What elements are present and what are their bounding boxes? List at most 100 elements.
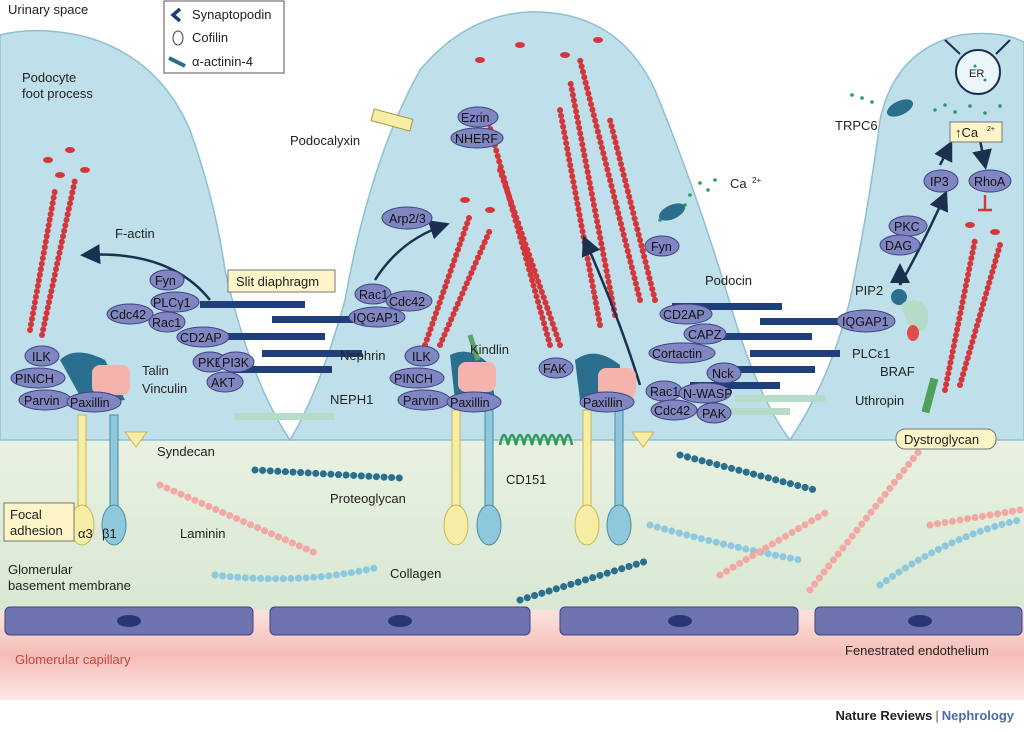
mol-paxillin-2: Paxillin <box>450 396 490 410</box>
trpc6-label: TRPC6 <box>835 118 878 133</box>
vinculin-label: Vinculin <box>142 381 187 396</box>
braf-label: BRAF <box>880 364 915 379</box>
slit-diaphragm-bars <box>200 301 870 420</box>
mol-paxillin-3: Paxillin <box>583 396 623 410</box>
footer-journal: Nephrology <box>941 708 1014 723</box>
collagen-label: Collagen <box>390 566 441 581</box>
synaptopodin-icon <box>170 7 182 23</box>
footer-separator: | <box>935 708 939 723</box>
mol-nherf: NHERF <box>455 132 498 146</box>
mol-pkc: PKC <box>894 220 920 234</box>
focal-label-1: Focal <box>10 507 42 522</box>
gbm-layer <box>0 440 1024 610</box>
dystroglycan-box: Dystroglycan <box>895 428 997 450</box>
focal-adhesion-box: Focal adhesion <box>3 502 75 542</box>
mol-ilk-1: ILK <box>32 350 51 364</box>
mol-pi3k: PI3K <box>222 356 250 370</box>
adhesion-complexes <box>60 99 939 546</box>
mol-iqgap1-1: IQGAP1 <box>353 311 400 325</box>
gbm-label-2: basement membrane <box>8 578 131 593</box>
actinin-icon <box>168 56 186 68</box>
alpha3-label: α3 <box>78 526 93 541</box>
slit-diaphragm-label: Slit diaphragm <box>236 274 319 289</box>
focal-label-2: adhesion <box>10 523 63 538</box>
mol-rac1-3: Rac1 <box>650 385 679 399</box>
signaling-arrows <box>80 139 992 386</box>
mol-ezrin: Ezrin <box>461 111 490 125</box>
mol-rac1-1: Rac1 <box>152 316 181 330</box>
mol-capz: CAPZ <box>688 328 722 342</box>
calcium-dots <box>658 64 1002 222</box>
podocyte-label: Podocyte <box>22 70 76 85</box>
talin-label: Talin <box>142 363 169 378</box>
legend-synaptopodin: Synaptopodin <box>192 7 272 22</box>
mol-iqgap1-2: IQGAP1 <box>842 315 889 329</box>
mol-cortactin: Cortactin <box>652 347 702 361</box>
mol-akt: AKT <box>211 376 236 390</box>
mol-arp23: Arp2/3 <box>389 212 426 226</box>
molecules: Fyn PLCγ1 Cdc42 Rac1 CD2AP PKB PI3K AKT … <box>10 106 1012 424</box>
foot-process-label: foot process <box>22 86 93 101</box>
mol-nck: Nck <box>712 367 734 381</box>
mol-rhoa: RhoA <box>974 175 1006 189</box>
proteoglycan-label: Proteoglycan <box>330 491 406 506</box>
mol-cd2ap-2: CD2AP <box>663 308 705 322</box>
uthropin-label: Uthropin <box>855 393 904 408</box>
mol-fyn-2: Fyn <box>651 240 672 254</box>
mol-pkb: PKB <box>198 356 223 370</box>
cofilin-icon <box>172 30 184 46</box>
ca-sup-label: 2+ <box>752 176 761 185</box>
laminin-label: Laminin <box>180 526 226 541</box>
mol-paxillin-1: Paxillin <box>70 396 110 410</box>
mol-pak: PAK <box>702 407 727 421</box>
mol-fyn-1: Fyn <box>155 274 176 288</box>
neph1-label: NEPH1 <box>330 392 373 407</box>
mol-pinch-1: PINCH <box>15 372 54 386</box>
er-label: ER <box>969 68 984 80</box>
f-actin-label: F-actin <box>115 226 155 241</box>
plce1-label: PLCε1 <box>852 346 890 361</box>
ca-rise-box: ↑Ca 2+ <box>949 121 1003 143</box>
er-organelle <box>944 39 1011 95</box>
endothelium-label: Fenestrated endothelium <box>845 643 989 658</box>
mol-parvin-2: Parvin <box>403 394 438 408</box>
podocin-label: Podocin <box>705 273 752 288</box>
podocalyxin-label: Podocalyxin <box>290 133 360 148</box>
beta1-label: β1 <box>102 526 117 541</box>
mol-rac1-2: Rac1 <box>359 288 388 302</box>
capillary-label: Glomerular capillary <box>15 652 131 667</box>
mol-fak: FAK <box>543 362 567 376</box>
foot-process-middle <box>288 11 792 441</box>
actin-filaments <box>27 57 1003 393</box>
urinary-space-label: Urinary space <box>8 2 88 17</box>
endothelium <box>4 606 1023 636</box>
nephrin-label: Nephrin <box>340 348 386 363</box>
ca-rise-label: ↑Ca <box>955 125 979 140</box>
mol-pinch-2: PINCH <box>394 372 433 386</box>
gbm-label-1: Glomerular <box>8 562 73 577</box>
ca-rise-sup: 2+ <box>987 126 995 133</box>
legend: Synaptopodin Cofilin α-actinin-4 <box>163 0 285 74</box>
ca-label: Ca <box>730 176 747 191</box>
mol-ilk-2: ILK <box>412 350 431 364</box>
legend-cofilin: Cofilin <box>192 30 228 45</box>
mol-parvin-1: Parvin <box>24 394 59 408</box>
mol-ip3: IP3 <box>930 175 949 189</box>
dystroglycan-label: Dystroglycan <box>904 432 979 447</box>
mol-dag: DAG <box>885 239 912 253</box>
ecm-fibers <box>156 446 1024 604</box>
mol-cdc42-2: Cdc42 <box>389 295 425 309</box>
mol-cdc42-3: Cdc42 <box>654 404 690 418</box>
mol-nwasp: N-WASP <box>683 387 733 401</box>
slit-diaphragm-box: Slit diaphragm <box>227 269 336 293</box>
footer-publisher: Nature Reviews <box>835 708 933 723</box>
kindlin-label: Kindlin <box>470 342 509 357</box>
mol-plcg1: PLCγ1 <box>153 296 191 310</box>
actin-fragments <box>43 37 1000 235</box>
footer-credit: Nature Reviews|Nephrology <box>836 708 1014 723</box>
legend-actinin: α-actinin-4 <box>192 54 253 69</box>
mol-cdc42-1: Cdc42 <box>110 308 146 322</box>
mol-cd2ap-1: CD2AP <box>180 331 222 345</box>
syndecan-label: Syndecan <box>157 444 215 459</box>
